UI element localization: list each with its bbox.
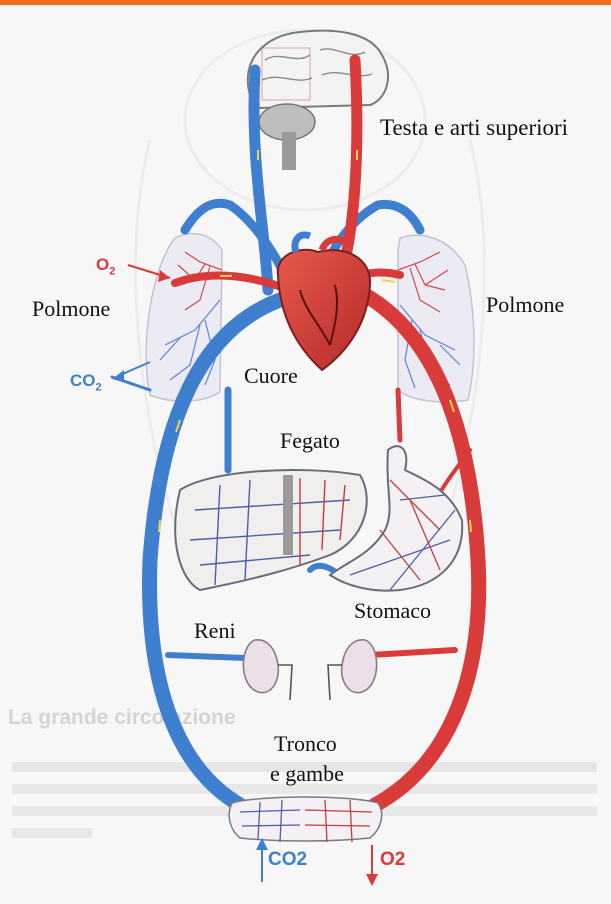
- label-kidneys: Reni: [194, 620, 236, 642]
- lung-left: [146, 234, 222, 402]
- o2-symbol: O: [96, 255, 109, 274]
- label-heart: Cuore: [244, 365, 298, 387]
- label-liver: Fegato: [280, 430, 340, 452]
- label-trunk-line1: Tronco: [274, 733, 337, 755]
- label-co2-lungs: CO2: [70, 372, 102, 393]
- label-head: Testa e arti superiori: [380, 116, 568, 139]
- label-o2-lungs: O2: [96, 256, 115, 277]
- co2-subscript: 2: [96, 381, 102, 393]
- brain-icon: [248, 31, 388, 170]
- trunk-capillary-bed: [229, 797, 382, 842]
- kidney-icon: [243, 640, 376, 700]
- venous-vessels: [112, 70, 420, 805]
- o2-arrow-down: [366, 845, 378, 886]
- label-stomach: Stomaco: [354, 600, 431, 622]
- heart-icon: [278, 235, 370, 370]
- label-o2-bottom: O2: [380, 850, 405, 869]
- label-lung-left: Polmone: [32, 298, 110, 320]
- label-trunk-line2: e gambe: [270, 763, 344, 785]
- co2-arrow-up: [256, 838, 268, 882]
- co2-symbol: CO: [70, 371, 96, 390]
- label-co2-bottom: CO2: [268, 850, 307, 869]
- o2-subscript: 2: [109, 265, 115, 277]
- label-lung-right: Polmone: [486, 294, 564, 316]
